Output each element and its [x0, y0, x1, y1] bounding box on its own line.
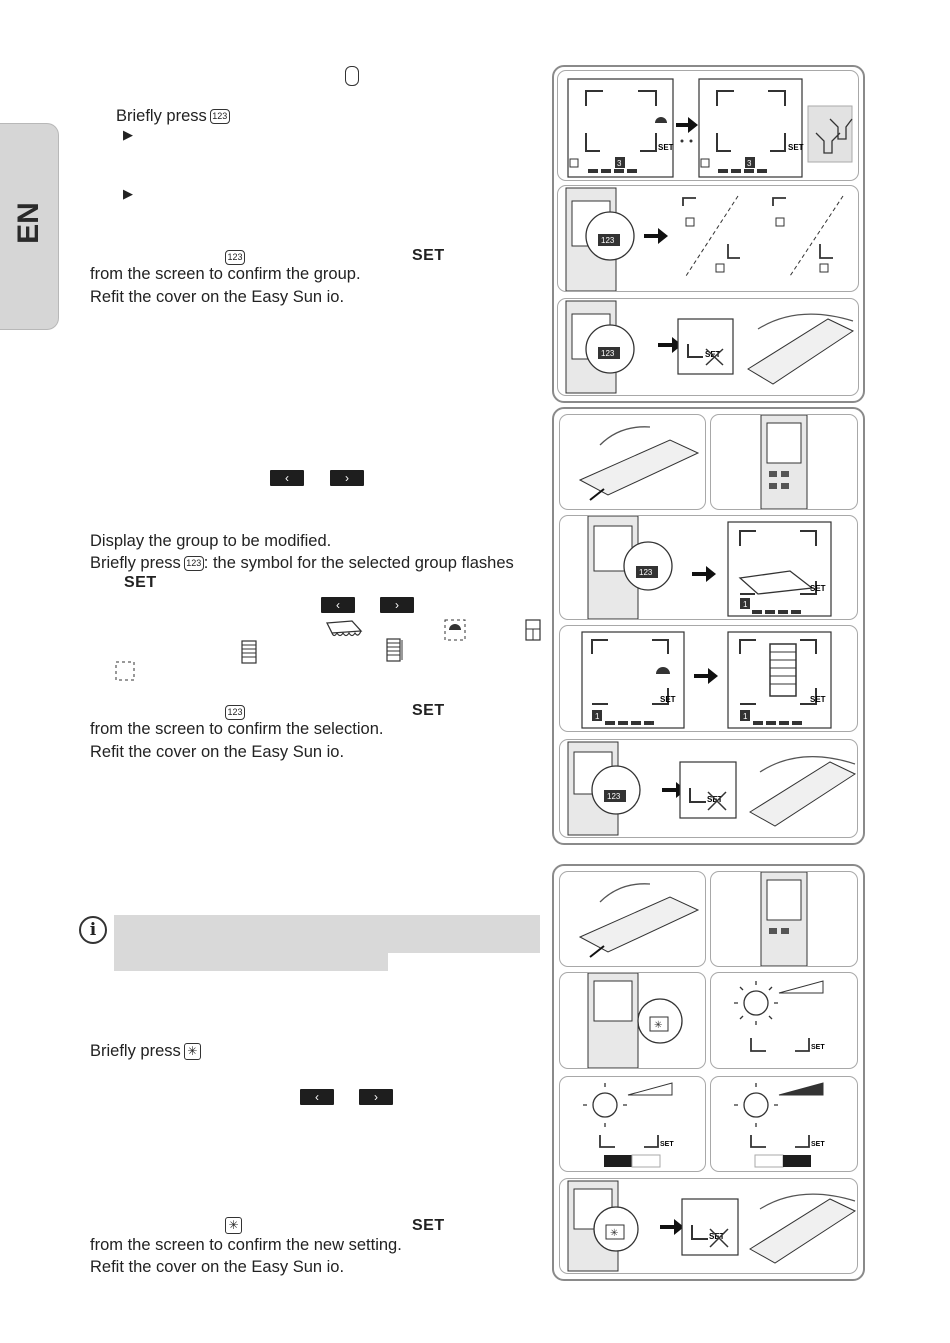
s2-display-group: Display the group to be modified.: [90, 532, 332, 550]
language-label: EN: [12, 202, 45, 244]
figure-panel-1: SET 3 SET 3 123: [552, 65, 865, 403]
s2-flash-text: : the symbol for the selected group flas…: [203, 554, 514, 572]
fig2-press-key: 123 SET 1: [559, 515, 858, 620]
note-box-bottom: [114, 953, 388, 971]
s1-brief-press: Briefly press: [116, 107, 207, 125]
fig2-screens: SET 1 SET 1: [559, 625, 858, 732]
fig3-open-cover: [559, 871, 706, 967]
s3-refit-line: Refit the cover on the Easy Sun io.: [90, 1258, 345, 1276]
s3-set-word: SET: [412, 1217, 445, 1234]
s2-brief-press: Briefly press: [90, 554, 181, 572]
language-tab: EN: [0, 123, 59, 330]
fig-key-label: 123: [601, 236, 615, 245]
fig-set-label: SET: [810, 584, 826, 593]
svg-text:✳: ✳: [610, 1228, 618, 1239]
fig-key-label: 123: [601, 349, 615, 358]
sun-key-icon: ✳: [222, 1217, 242, 1235]
fig2-remote-open: [710, 414, 858, 510]
s3-brief-press-line: Briefly press✳: [90, 1041, 201, 1061]
s1-refit-line: Refit the cover on the Easy Sun io.: [90, 288, 345, 306]
generic-group-icon: [115, 661, 135, 681]
s2-set-word: SET: [412, 702, 445, 719]
fig-set-label: SET: [810, 695, 826, 704]
fig-key-label: 123: [639, 568, 653, 577]
fig-set-label: SET: [658, 143, 674, 152]
sun-sensor-icon: [444, 619, 466, 641]
s3-brief-press: Briefly press: [90, 1042, 181, 1060]
s1-set-word: SET: [412, 247, 445, 264]
key-123-icon: 123: [183, 556, 204, 572]
fig1-row1: SET 3 SET 3: [557, 70, 859, 181]
small-oval-icon: [345, 66, 359, 86]
blind-icon: [386, 638, 403, 662]
left-arrow-button: ‹: [300, 1089, 334, 1105]
window-icon: [525, 619, 541, 641]
left-arrow-button: ‹: [321, 597, 355, 613]
fig-set-label: SET: [660, 1141, 674, 1148]
fig-group-number: 3: [617, 159, 622, 168]
key-123-icon: 123: [222, 704, 245, 722]
s3-confirm-line: from the screen to confirm the new setti…: [90, 1236, 402, 1254]
fig-set-label: SET: [811, 1044, 825, 1051]
fig1-row2: 123: [557, 185, 859, 292]
fig3-remote-open: [710, 871, 858, 967]
right-arrow-button: ›: [359, 1089, 393, 1105]
info-icon: i: [79, 916, 107, 944]
fig-set-label: SET: [788, 143, 804, 152]
key-123-icon: 123: [209, 109, 230, 125]
fig3-sun-level-screen: SET: [710, 972, 858, 1069]
s1-bullet-1: ▶: [123, 127, 133, 142]
fig-group-number: 3: [747, 159, 752, 168]
note-box-top: [114, 915, 540, 953]
fig1-remote-press: 123: [565, 187, 844, 291]
s2-confirm-line: from the screen to confirm the selection…: [90, 720, 384, 738]
figure-panel-3: ✳ SET SET SET: [552, 864, 865, 1281]
left-arrow-button: ‹: [270, 470, 304, 486]
sun-key-icon: ✳: [183, 1043, 201, 1061]
right-arrow-button: ›: [330, 470, 364, 486]
fig-group-number: 1: [595, 712, 600, 721]
fig-set-label: SET: [811, 1141, 825, 1148]
fig2-confirm: 123 SET: [559, 739, 858, 838]
fig-key-label: 123: [607, 792, 621, 801]
fig-group-number: 1: [743, 600, 748, 609]
fig3-press-sun-key: ✳: [559, 972, 706, 1069]
svg-text:✳: ✳: [654, 1020, 662, 1031]
fig3-confirm: ✳ SET: [559, 1178, 858, 1274]
fig3-sun-decrease: SET: [559, 1076, 706, 1172]
figure-panel-2: 123 SET 1 SET 1 SET 1: [552, 407, 865, 845]
s2-set-word: SET: [124, 574, 157, 591]
s1-confirm-line: from the screen to confirm the group.: [90, 265, 361, 283]
right-arrow-button: ›: [380, 597, 414, 613]
fig-set-label: SET: [660, 695, 676, 704]
fig1-remote-confirm: 123 SET: [565, 300, 855, 394]
fig1-screens: SET 3 SET 3: [567, 78, 853, 178]
fig2-open-cover: [559, 414, 706, 510]
s2-refit-line: Refit the cover on the Easy Sun io.: [90, 743, 345, 761]
key-123-icon: 123: [222, 249, 245, 267]
awning-icon: [325, 620, 363, 637]
fig1-row3: 123 SET: [557, 298, 859, 396]
fig-group-number: 1: [743, 712, 748, 721]
fig3-sun-increase: SET: [710, 1076, 858, 1172]
s1-bullet-2: ▶: [123, 186, 133, 201]
shutter-icon: [241, 640, 257, 664]
